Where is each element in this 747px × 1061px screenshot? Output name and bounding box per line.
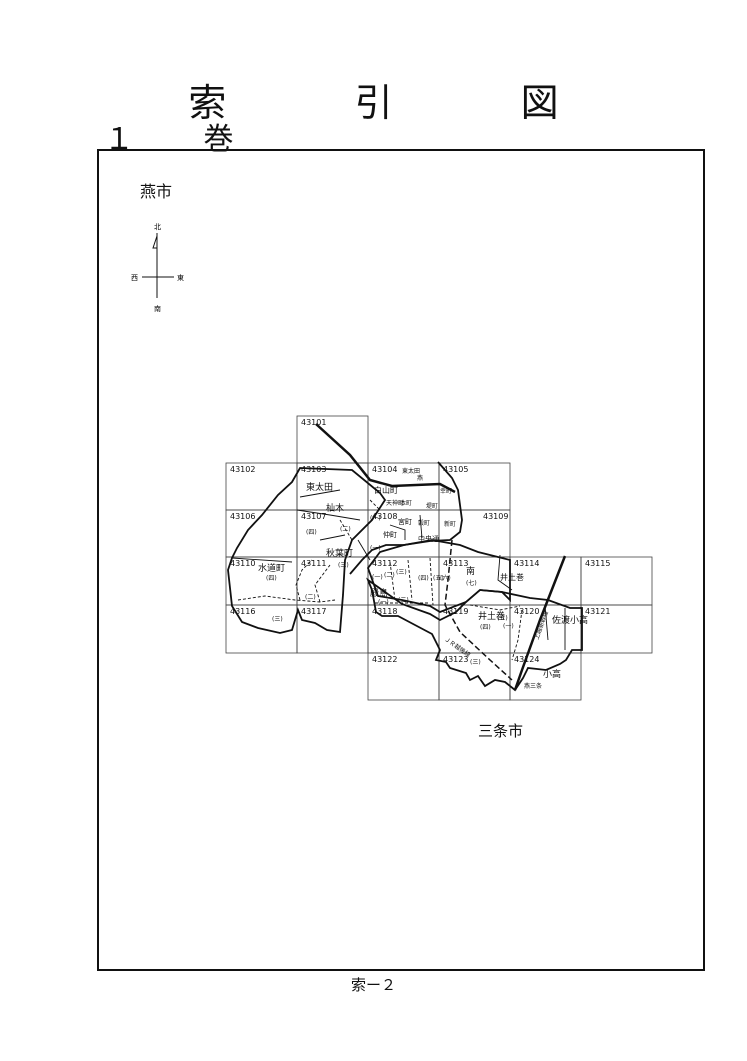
sheet-number: 43120 — [514, 607, 539, 616]
sheet-number: 43108 — [372, 512, 397, 521]
sheet-number: 43122 — [372, 655, 397, 664]
ward-number: (一) — [370, 515, 381, 522]
area-label: 中央通 — [418, 534, 439, 543]
ward-number: (三) — [396, 569, 407, 576]
area-label: 東太田 — [402, 467, 420, 475]
page-number: 索ー２ — [350, 976, 396, 994]
area-label: 小高 — [570, 614, 588, 626]
city-label-tsubame: 燕市 — [140, 182, 173, 201]
area-label: 穀町 — [418, 519, 430, 527]
sheet-number: 43107 — [301, 512, 326, 521]
ward-number: (一) — [503, 623, 514, 630]
city-boundary — [227, 461, 583, 692]
ward-number: (七) — [466, 579, 477, 587]
volume-label: １ 巻 — [104, 122, 264, 157]
ward-number: (五) — [433, 575, 444, 582]
sheet-number: 43101 — [301, 418, 326, 427]
compass-south: 南 — [154, 304, 161, 313]
ward-number: (一) — [370, 545, 381, 552]
ward-number: (四) — [480, 624, 491, 631]
ward-number: (二) — [340, 526, 351, 533]
area-label: 燕 — [417, 474, 423, 482]
ward-number: (一) — [378, 599, 389, 606]
area-label: 杣木 — [326, 502, 344, 514]
sheet-number: 43102 — [230, 465, 255, 474]
page-title: 索 引 図 — [188, 81, 617, 125]
area-label: 井土巻 — [500, 572, 524, 582]
ward-number: (一) — [372, 574, 383, 581]
sheet-numbers: 43101 43102 43103 43104 43105 43106 4310… — [230, 418, 610, 664]
ward-number: (二) — [398, 597, 409, 604]
railway-shinkansen — [315, 423, 567, 691]
compass-icon — [142, 233, 174, 298]
ward-number: (六) — [440, 574, 451, 582]
sheet-number: 43103 — [301, 465, 326, 474]
sheet-grid — [225, 415, 653, 701]
ward-number: (二) — [305, 594, 316, 601]
area-label: 水道町 — [258, 562, 285, 574]
area-label: 新町 — [444, 520, 456, 528]
sheet-number: 43123 — [443, 655, 468, 664]
area-label: 白山町 — [374, 485, 398, 495]
area-label: 燕三条 — [524, 682, 542, 690]
sheet-number: 43113 — [443, 559, 468, 568]
ward-number: (五) — [497, 615, 508, 622]
sheet-number: 43117 — [301, 607, 326, 616]
area-label: 仲町 — [383, 530, 397, 539]
area-label: 殿島 — [370, 587, 388, 599]
city-label-sanjo: 三条市 — [478, 722, 524, 740]
area-label: 東太田 — [306, 481, 333, 493]
ward-number: (三) — [338, 562, 349, 569]
sheet-number: 43112 — [372, 559, 397, 568]
ward-number: (四) — [306, 529, 317, 536]
compass-west: 西 — [131, 274, 138, 282]
sheet-number: 43105 — [443, 465, 468, 474]
area-label: 井土巻 — [478, 610, 505, 622]
compass-east: 東 — [177, 273, 184, 282]
sheet-number: 43115 — [585, 559, 610, 568]
area-label: 南 — [466, 565, 475, 577]
ward-number: (三) — [470, 659, 481, 666]
area-label: 佐渡 — [552, 614, 570, 626]
ward-number: (四) — [418, 575, 429, 582]
dashed-boundaries — [237, 499, 523, 661]
sheet-number: 43121 — [585, 607, 610, 616]
area-label: 宮町 — [398, 517, 412, 526]
area-label: 堤町 — [426, 502, 438, 510]
compass-north: 北 — [154, 223, 161, 231]
sheet-number: 43111 — [301, 559, 326, 568]
sheet-number: 43110 — [230, 559, 255, 568]
area-label: 天神町 — [386, 499, 404, 507]
map-frame — [97, 149, 705, 971]
area-label: 小高 — [543, 668, 561, 680]
area-label: 幸町 — [440, 487, 452, 495]
sheet-number: 43104 — [372, 465, 397, 474]
ward-number: (二) — [384, 572, 395, 579]
ward-boundaries — [231, 489, 566, 650]
area-label: 本町 — [400, 499, 412, 507]
sheet-number: 43109 — [483, 512, 508, 521]
sheet-number: 43114 — [514, 559, 539, 568]
ward-number: (三) — [272, 616, 283, 623]
area-label: 秋葉町 — [326, 547, 353, 559]
sheet-number: 43118 — [372, 607, 397, 616]
sheet-number: 43116 — [230, 607, 255, 616]
sheet-number: 43106 — [230, 512, 255, 521]
ward-number: (四) — [266, 575, 277, 582]
